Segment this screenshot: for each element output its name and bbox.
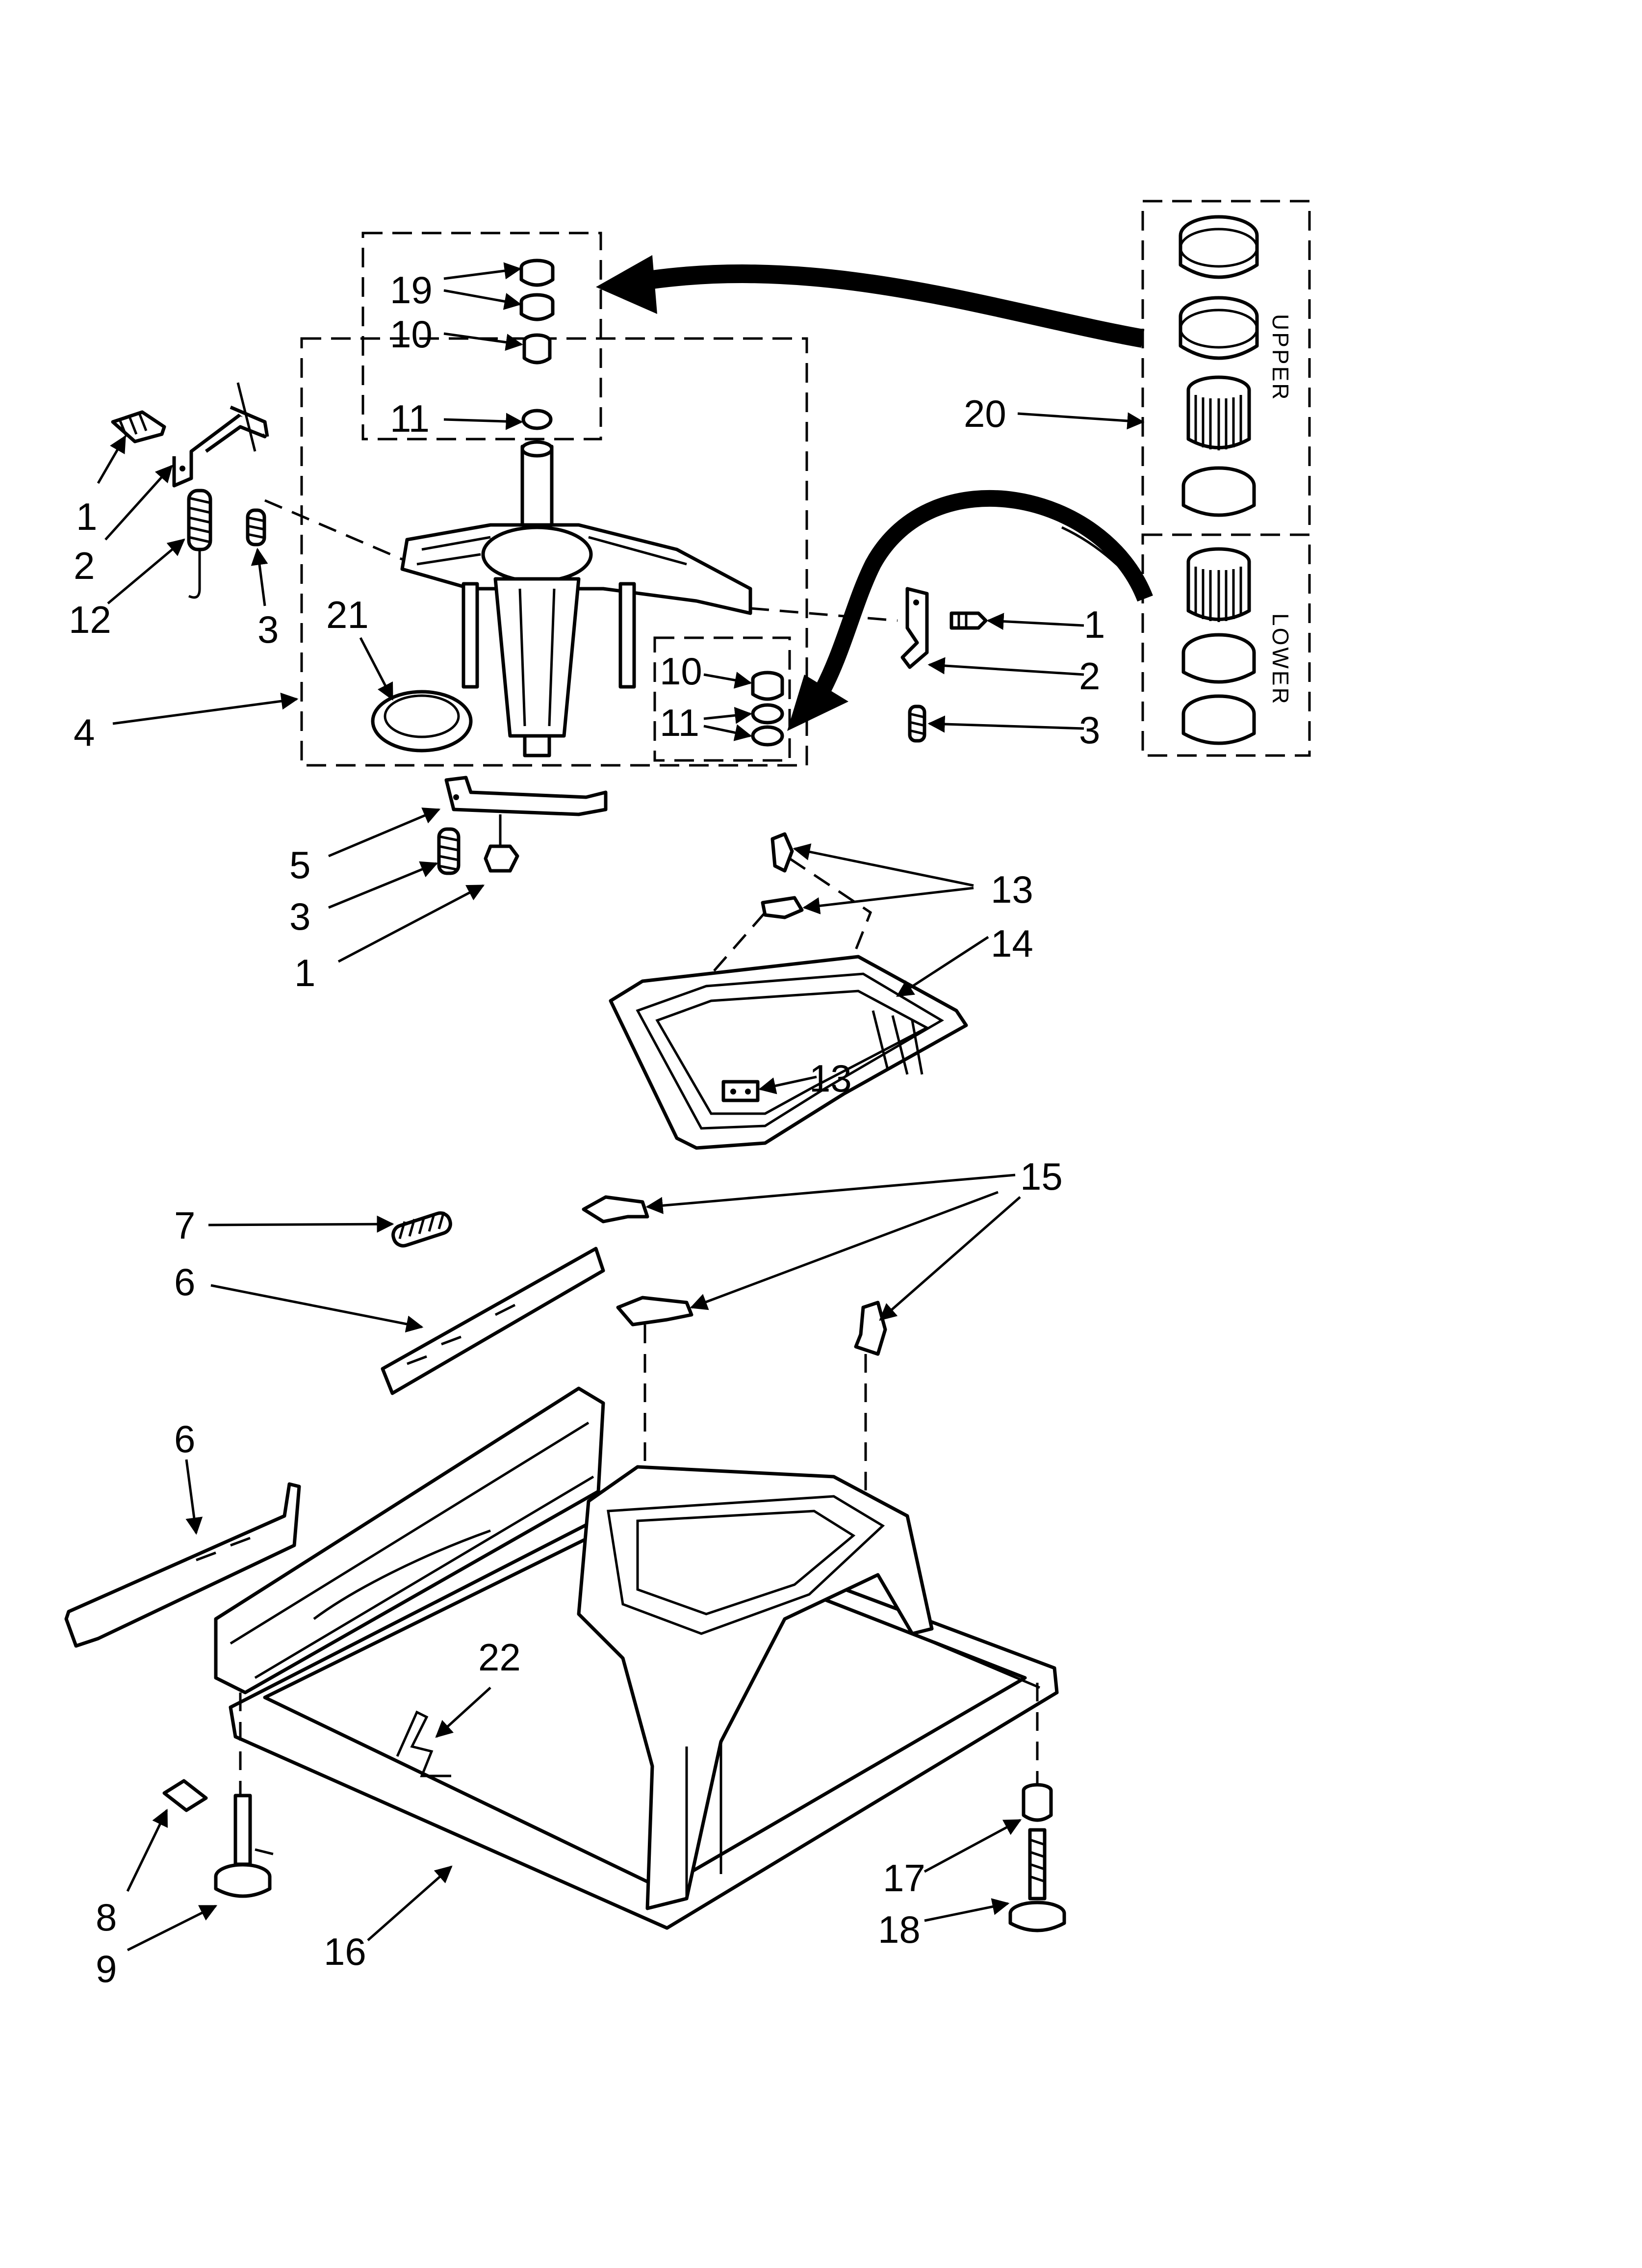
spring-3-right — [908, 704, 926, 743]
callout-14: 14 — [991, 922, 1033, 965]
callout-3-center: 3 — [289, 895, 310, 938]
wire-clip-22 — [396, 1710, 451, 1777]
callout-11-upper: 11 — [390, 397, 430, 440]
bushing-19-top — [519, 259, 555, 287]
callout-labels: 19 10 11 20 1 2 12 3 21 4 10 11 1 2 3 5 … — [69, 268, 1105, 1990]
callout-12: 12 — [69, 598, 111, 641]
callout-7: 7 — [174, 1204, 195, 1247]
callout-17: 17 — [883, 1856, 925, 1900]
box-kit-upper — [1141, 200, 1311, 536]
drive-shaft — [520, 440, 554, 532]
callout-3-left: 3 — [257, 608, 279, 651]
callout-9: 9 — [96, 1947, 117, 1990]
clip-13-top — [770, 832, 794, 873]
callout-8: 8 — [96, 1896, 117, 1939]
kit-spline-lower — [1186, 547, 1251, 622]
bushing-19-bottom — [519, 293, 555, 321]
callout-18: 18 — [878, 1908, 921, 1951]
clip-13-bottom — [721, 1080, 760, 1102]
callout-1-right: 1 — [1084, 603, 1105, 646]
callout-15: 15 — [1020, 1155, 1063, 1198]
kit-plain-ring-lower-1 — [1181, 633, 1256, 684]
bushing-10-upper — [522, 333, 552, 365]
callout-4: 4 — [74, 711, 95, 754]
callout-2-right: 2 — [1079, 654, 1100, 698]
box-suspension-assembly — [300, 337, 808, 767]
bracket-15-right — [854, 1301, 887, 1356]
bracket-2-right — [900, 587, 929, 669]
kit-label-upper: UPPER — [1268, 314, 1293, 401]
callout-10-upper: 10 — [390, 313, 433, 356]
washer-11-lower-1 — [751, 703, 784, 725]
bushing-10-lower — [751, 671, 784, 701]
callout-19: 19 — [390, 268, 433, 312]
kit-label-lower: LOWER — [1268, 613, 1293, 706]
kit-plain-ring-upper — [1181, 466, 1256, 517]
callout-21: 21 — [326, 593, 369, 636]
callout-1-center: 1 — [294, 951, 315, 994]
box-upper-bushings — [361, 232, 602, 441]
rail-6-lower — [64, 1482, 301, 1648]
washer-11-lower-2 — [751, 725, 784, 747]
bracket-15-middle — [616, 1296, 693, 1327]
kit-guide-line — [1061, 526, 1139, 587]
kit-arrow-lower — [787, 490, 1153, 731]
washer-11-upper — [521, 409, 553, 430]
callout-22: 22 — [478, 1636, 521, 1679]
assembly-leader-dash — [264, 499, 403, 561]
callout-3-right: 3 — [1079, 708, 1100, 752]
assembly-leader-dash-right — [750, 607, 898, 622]
callout-6-upper: 6 — [174, 1260, 195, 1303]
callout-5: 5 — [289, 843, 310, 886]
callout-1-left: 1 — [76, 495, 97, 538]
pin-8 — [162, 1779, 208, 1812]
kit-plain-ring-lower-2 — [1181, 694, 1256, 745]
kit-ring-1 — [1179, 215, 1259, 279]
callout-6-lower: 6 — [174, 1417, 195, 1460]
spring-7 — [391, 1211, 452, 1248]
callout-20: 20 — [964, 392, 1006, 435]
base-frame-16 — [214, 1386, 1059, 1930]
spring-3-center — [437, 827, 461, 875]
callout-2-left: 2 — [74, 544, 95, 587]
clip-13-dash-2 — [695, 912, 766, 992]
kit-arrow-upper — [596, 255, 1145, 348]
clip-13-middle — [761, 896, 804, 919]
callout-11-lower: 11 — [660, 701, 699, 744]
leader-lines — [97, 262, 1145, 1952]
callout-13-bottom: 13 — [809, 1057, 852, 1100]
bushing-17 — [1022, 1783, 1053, 1822]
screw-1-center — [484, 814, 519, 873]
frame-14 — [609, 955, 968, 1150]
box-lower-bushings — [653, 636, 791, 762]
kit-ring-2 — [1179, 296, 1259, 360]
leveling-foot-9 — [214, 1794, 275, 1898]
callout-10-lower: 10 — [660, 650, 702, 693]
leveling-foot-18 — [1008, 1828, 1066, 1932]
seal-21 — [371, 690, 473, 753]
spider-assembly — [400, 523, 752, 757]
kit-spline-upper — [1186, 375, 1251, 450]
rail-6-upper — [381, 1247, 605, 1395]
spring-12 — [187, 489, 212, 599]
screw-1-left — [111, 410, 166, 443]
box-kit-lower — [1141, 533, 1311, 757]
bracket-5 — [444, 776, 608, 816]
spring-3-left — [246, 508, 266, 547]
bracket-2-left — [172, 382, 269, 488]
bracket-15-top — [582, 1195, 649, 1224]
screw-1-right — [949, 611, 988, 630]
callout-16: 16 — [324, 1930, 366, 1973]
callout-13-top: 13 — [991, 868, 1033, 911]
